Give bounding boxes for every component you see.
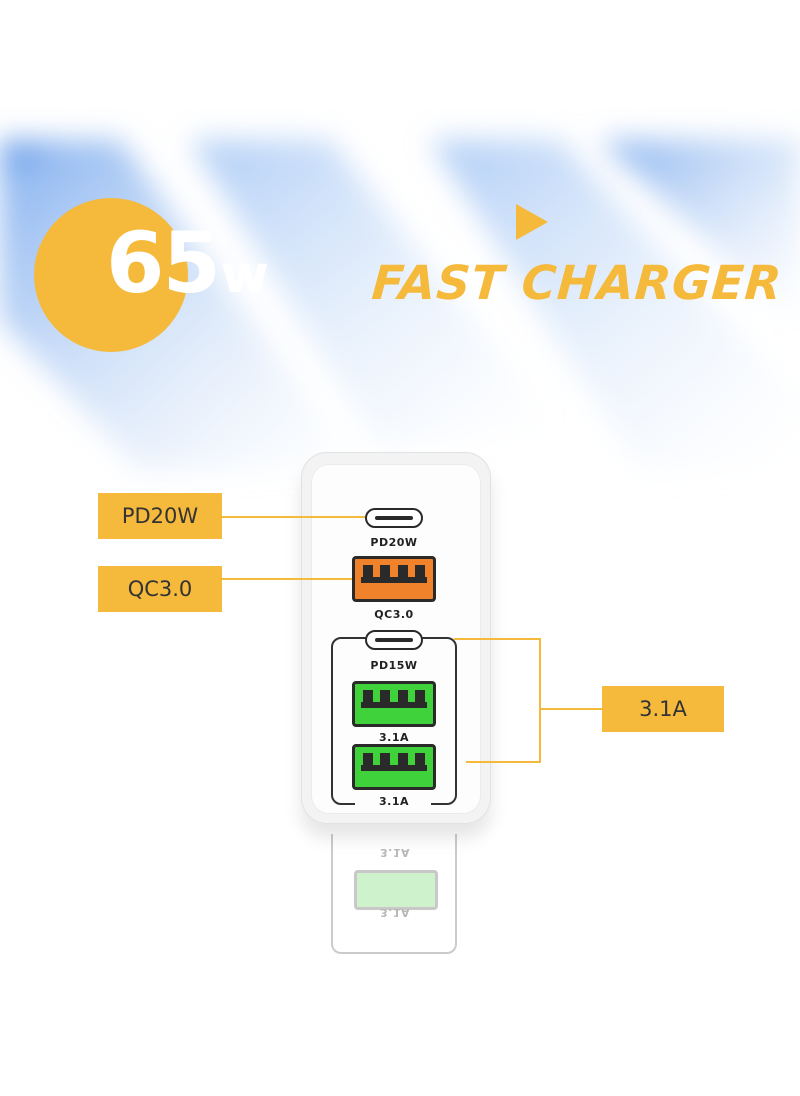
port-label: 3.1A: [379, 795, 409, 808]
usb-a-port-icon: [352, 681, 436, 727]
port-label: 3.1A: [379, 731, 409, 744]
usb-a-port-icon: [352, 556, 436, 602]
callout-3-1a: 3.1A: [602, 686, 724, 732]
port-label: PD20W: [370, 536, 418, 549]
usb-c-port-icon: [365, 508, 423, 528]
port-label: PD15W: [370, 659, 418, 672]
callout-bracket-connector: [540, 708, 602, 710]
callout-pd20w: PD20W: [98, 493, 222, 539]
callout-line: [222, 578, 352, 580]
power-unit: w: [220, 245, 269, 305]
callout-bracket-vertical: [539, 638, 541, 762]
play-arrow-icon: [516, 204, 548, 240]
callout-bracket-top: [454, 638, 540, 640]
port-label: QC3.0: [374, 608, 414, 621]
reflected-port-label: 3.1A: [380, 906, 410, 919]
callout-line: [222, 516, 365, 518]
usb-c-port-icon: [365, 630, 423, 650]
charger-reflection: [301, 834, 491, 964]
callout-bracket-bottom: [466, 761, 541, 763]
power-rating: 65w: [106, 214, 269, 324]
usb-a-port-icon: [352, 744, 436, 790]
headline: FAST CHARGER: [370, 256, 784, 311]
reflected-port-label: 3.1A: [380, 846, 410, 859]
port-group-frame-gap: [355, 797, 431, 809]
callout-qc30: QC3.0: [98, 566, 222, 612]
power-number: 65: [106, 214, 221, 312]
power-badge-circle: [34, 198, 188, 352]
